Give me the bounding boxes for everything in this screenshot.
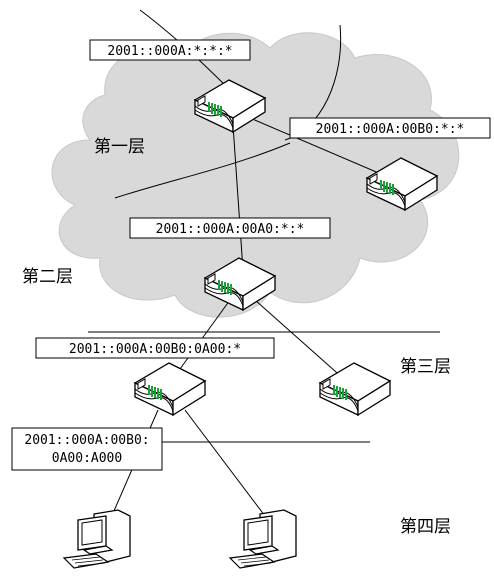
address-host-line1: 2001::000A:00B0: [24,433,149,448]
computer-icon [63,509,131,569]
address-box-top [89,39,251,61]
address-box-host [11,427,163,471]
layer-label-3: 第三层 [400,357,451,377]
address-box-left [35,337,275,359]
layer-label-1: 第一层 [94,137,145,157]
layer-boundary-arc-3 [114,142,291,199]
link-left-host2 [184,409,269,521]
computer-icon [229,509,297,569]
link-middle-right [254,299,346,381]
layer-label-4: 第四层 [400,517,451,537]
link-top-middle [232,124,244,271]
router-icon [319,362,391,416]
address-host-line2: 0A00:A000 [52,451,122,466]
address-box-middle [129,217,331,239]
address-left-router: 2001::000A:00B0:0A00:* [69,342,241,357]
address-top-router: 2001::000A:*:*:* [107,44,232,59]
router-icon [134,362,206,416]
address-middle-router: 2001::000A:00A0:*:* [156,222,305,237]
link-top-right [249,117,396,181]
address-right-router: 2001::000A:00B0:*:* [316,122,465,137]
address-box-right [289,117,491,139]
layer-label-2: 第二层 [22,267,73,287]
network-cloud [51,32,460,318]
